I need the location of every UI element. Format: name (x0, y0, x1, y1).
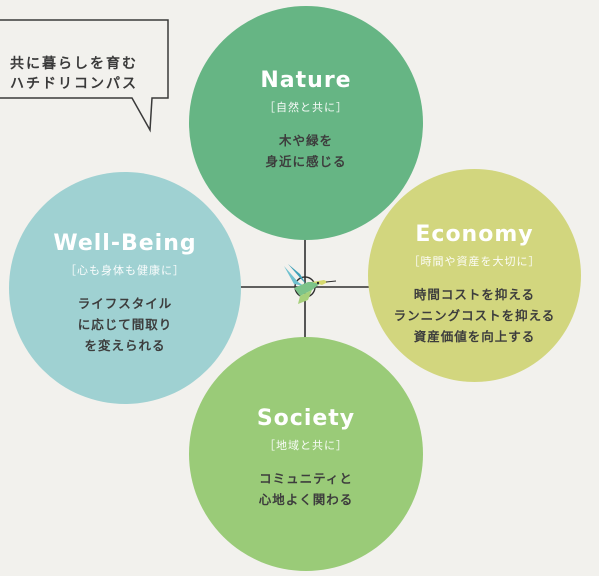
wellbeing-body: ライフスタイル に応じて間取り を変えられる (78, 293, 173, 356)
economy-body-line-3: 資産価値を向上する (413, 329, 536, 344)
callout-line-2: ハチドリコンパス (10, 76, 138, 92)
nature-title: Nature (260, 68, 352, 93)
nature-subtitle: ［自然と共に］ (264, 101, 348, 114)
economy-circle: Economy ［時間や資産を大切に］ 時間コストを抑える ランニングコストを抑… (368, 169, 581, 382)
society-body-line-1: コミュニティと (259, 471, 353, 486)
society-subtitle: ［地域と共に］ (264, 439, 348, 452)
economy-subtitle: ［時間や資産を大切に］ (408, 255, 541, 268)
economy-body-line-1: 時間コストを抑える (413, 287, 536, 302)
economy-body: 時間コストを抑える ランニングコストを抑える 資産価値を向上する (394, 284, 556, 347)
economy-title: Economy (415, 222, 534, 247)
callout-line-1: 共に暮らしを育む (10, 56, 138, 72)
society-circle: Society ［地域と共に］ コミュニティと 心地よく関わる (189, 337, 423, 571)
society-body: コミュニティと 心地よく関わる (259, 468, 354, 510)
nature-body-line-1: 木や緑を (278, 133, 333, 148)
wellbeing-subtitle: ［心も身体も健康に］ (65, 264, 185, 277)
wellbeing-body-line-2: に応じて間取り (77, 317, 173, 332)
hummingbird-compass-icon (284, 264, 337, 304)
callout-bubble-outline (0, 19, 169, 133)
wellbeing-circle: Well-Being ［心も身体も健康に］ ライフスタイル に応じて間取り を変… (9, 172, 241, 404)
society-body-line-2: 心地よく関わる (258, 492, 354, 507)
callout-text: 共に暮らしを育む ハチドリコンパス (10, 54, 138, 94)
nature-body-line-2: 身近に感じる (265, 154, 347, 169)
wellbeing-body-line-1: ライフスタイル (77, 296, 173, 311)
wellbeing-title: Well-Being (53, 231, 197, 256)
nature-body: 木や緑を 身近に感じる (265, 130, 346, 172)
society-title: Society (256, 406, 356, 431)
callout-bubble: 共に暮らしを育む ハチドリコンパス (0, 18, 170, 133)
nature-circle: Nature ［自然と共に］ 木や緑を 身近に感じる (189, 6, 423, 240)
wellbeing-body-line-3: を変えられる (84, 338, 166, 353)
economy-body-line-2: ランニングコストを抑える (393, 308, 556, 323)
